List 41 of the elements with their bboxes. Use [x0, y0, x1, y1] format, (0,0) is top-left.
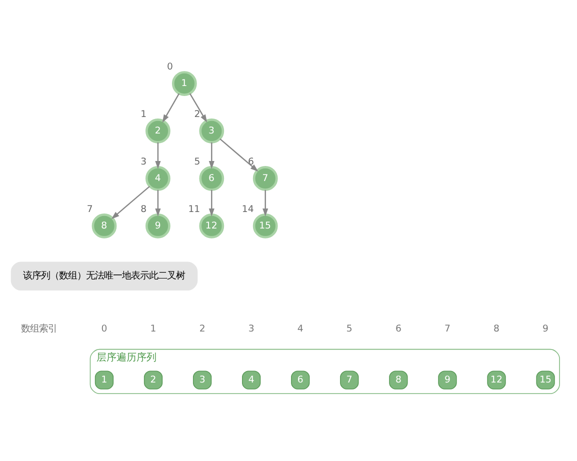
node-circle: 9	[146, 212, 170, 238]
arrow	[208, 189, 214, 216]
node-circle: 1	[172, 70, 197, 96]
node-circle: 2	[146, 118, 170, 143]
label: 0	[101, 322, 108, 334]
node-circle: 8	[92, 212, 117, 238]
node-label: 6	[248, 156, 254, 168]
label: 6	[395, 322, 402, 334]
label: 2	[199, 322, 206, 334]
label: 4	[297, 322, 304, 334]
label: 3	[248, 322, 254, 334]
node-circle: 15	[252, 212, 278, 238]
node-box: 该序列（数组）无法唯一地表示此二叉树	[10, 261, 198, 290]
label: 5	[346, 322, 352, 334]
arrow	[155, 189, 161, 216]
arrow	[155, 142, 161, 168]
node-circle: 6	[199, 166, 224, 190]
label: 数组索引	[20, 322, 57, 334]
node-label: 7	[86, 204, 93, 215]
node-label: 5	[194, 156, 200, 168]
arrow	[208, 142, 214, 168]
node-label: 11	[188, 204, 200, 215]
label: 1	[150, 322, 156, 334]
node-label: 0	[167, 61, 173, 72]
arrow	[262, 189, 268, 216]
node-label: 3	[140, 156, 147, 168]
node-label: 2	[194, 108, 200, 120]
label: 7	[444, 322, 450, 334]
arrow	[111, 185, 150, 219]
node-circle: 7	[252, 166, 278, 190]
node-label: 14	[242, 204, 254, 215]
node-circle: 12	[199, 212, 224, 238]
node-label: 1	[140, 108, 147, 120]
label: 9	[542, 322, 548, 334]
node-label: 8	[140, 204, 147, 215]
arrow	[189, 92, 208, 122]
arrow	[162, 92, 180, 122]
label: 8	[494, 322, 500, 334]
node-circle: 3	[199, 118, 224, 143]
node-circle: 4	[146, 166, 170, 190]
arrow	[220, 138, 258, 172]
